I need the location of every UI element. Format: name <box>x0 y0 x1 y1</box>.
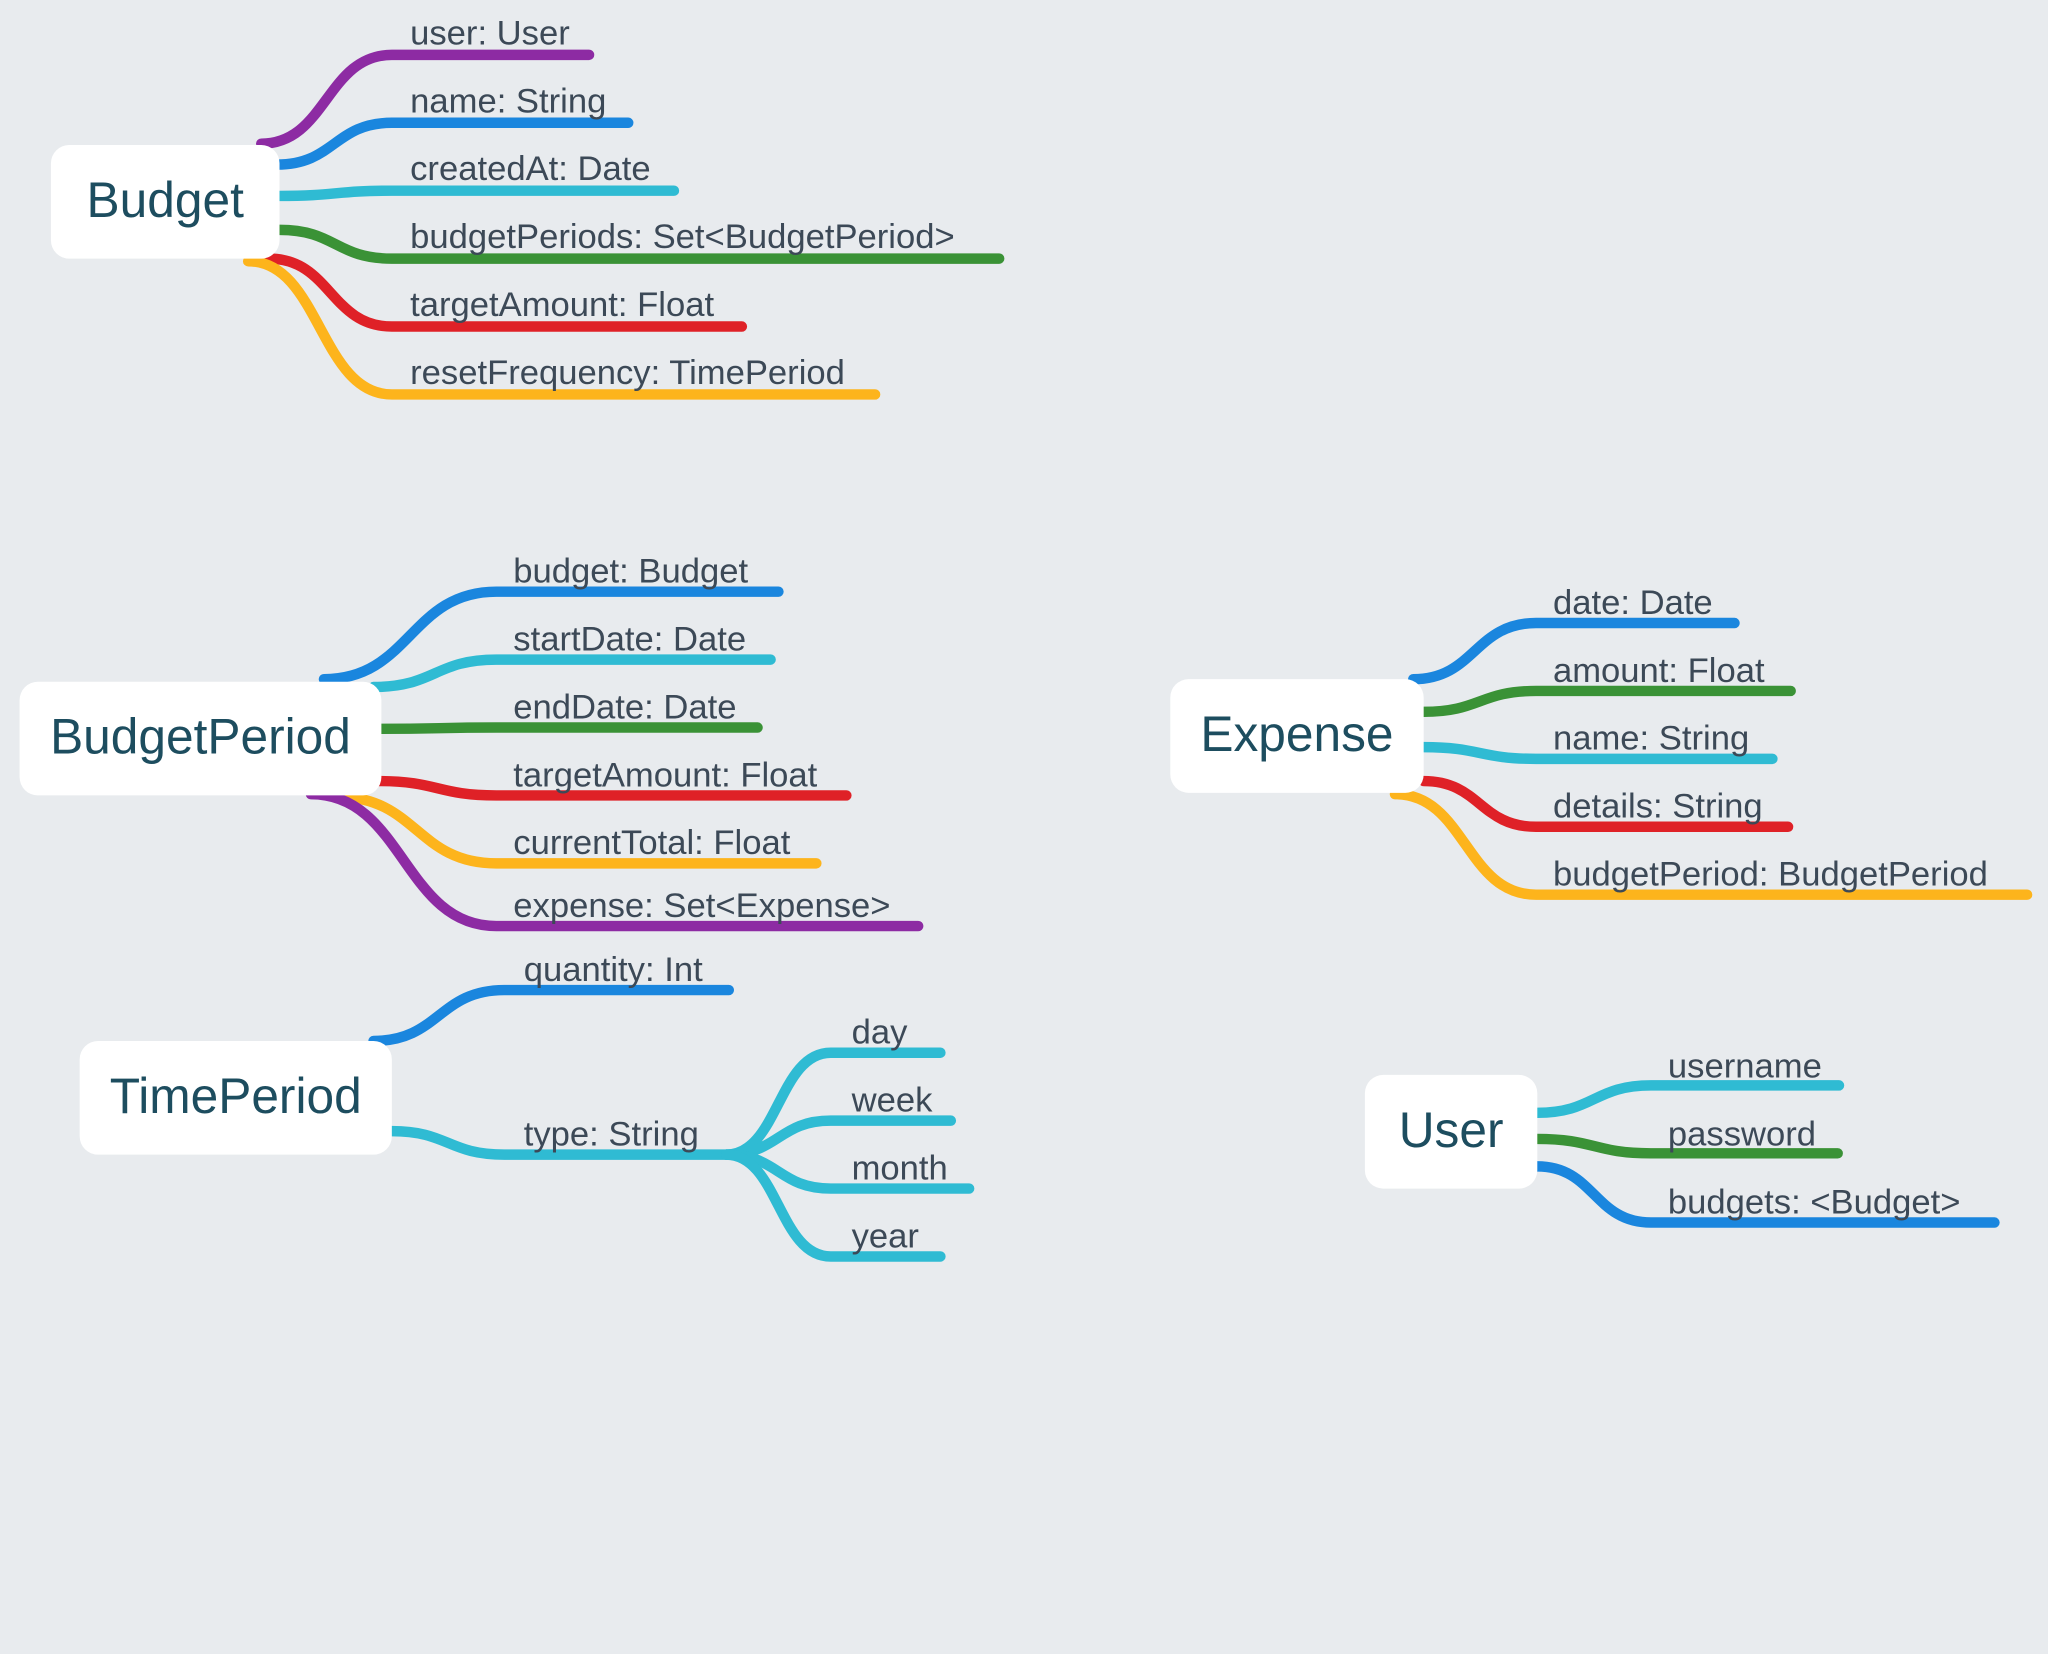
expense-connector-1 <box>1418 685 1796 718</box>
user-field-budgets: budgets: <Budget> <box>1667 1182 1961 1222</box>
user-connector-0 <box>1532 1080 1845 1119</box>
budget-field-user: user: User <box>410 13 570 53</box>
budget-period-connector-0 <box>318 586 784 685</box>
expense-node[interactable]: Expense <box>1170 679 1424 793</box>
budget-connector-5 <box>242 255 881 400</box>
budget-period-node[interactable]: BudgetPeriod <box>19 681 382 796</box>
expense-field-details: details: String <box>1552 786 1763 826</box>
budget-period-field-expense: expense: Set<Expense> <box>513 885 891 925</box>
budget-connector-4 <box>263 253 748 332</box>
budget-period-connector-1 <box>368 654 776 693</box>
budget-period-field-budget: budget: Budget <box>513 551 749 591</box>
budget-field-name: name: String <box>410 80 607 121</box>
connector-lines <box>242 49 2033 1262</box>
budget-connector-1 <box>271 117 634 170</box>
expense-field-amount: amount: Float <box>1552 650 1765 690</box>
time-period-field-quantity: quantity: Int <box>523 949 703 989</box>
budget-field-budget-periods: budgetPeriods: Set<BudgetPeriod> <box>410 216 955 256</box>
budget-period-connector-2 <box>376 722 763 735</box>
time-period-connector-0 <box>368 984 735 1047</box>
user-node[interactable]: User <box>1364 1074 1538 1189</box>
type-value-month: month <box>851 1148 948 1188</box>
budget-period-connector-4 <box>331 791 822 869</box>
user-connector-1 <box>1532 1133 1843 1159</box>
expense-field-budget-period: budgetPeriod: BudgetPeriod <box>1552 854 1988 894</box>
expense-connector-3 <box>1418 775 1794 832</box>
expense-field-date: date: Date <box>1552 582 1713 622</box>
user-field-username: username <box>1667 1046 1822 1086</box>
budget-period-field-end-date: endDate: Date <box>513 687 737 727</box>
expense-field-name: name: String <box>1552 718 1750 758</box>
budget-period-field-current-total: currentTotal: Float <box>513 822 791 863</box>
user-connector-2 <box>1532 1161 2000 1228</box>
budget-period-connector-5 <box>305 788 924 932</box>
budget-connector-3 <box>274 224 1005 264</box>
diagram-canvas: Budget BudgetPeriod Expense TimePeriod U… <box>19 13 2033 1262</box>
budget-field-created-at: createdAt: Date <box>410 148 651 189</box>
budget-period-field-target-amount: targetAmount: Float <box>513 754 818 795</box>
budget-period-connector-3 <box>373 775 852 801</box>
type-value-year: year <box>851 1215 919 1256</box>
type-value-week: week <box>851 1080 933 1120</box>
user-field-password: password <box>1667 1114 1817 1154</box>
budget-connector-2 <box>274 185 680 202</box>
expense-connector-2 <box>1418 741 1778 765</box>
budget-connector-0 <box>255 49 595 149</box>
time-period-connector-1 <box>386 1125 732 1160</box>
type-value-day: day <box>851 1012 908 1052</box>
type-value-connector-3 <box>720 1149 946 1262</box>
budget-field-target-amount: targetAmount: Float <box>410 284 715 324</box>
time-period-field-type: type: String <box>523 1114 699 1154</box>
budget-period-field-start-date: startDate: Date <box>513 619 747 659</box>
budget-node[interactable]: Budget <box>50 144 280 259</box>
time-period-node[interactable]: TimePeriod <box>79 1040 392 1155</box>
expense-connector-0 <box>1407 617 1740 685</box>
budget-field-reset-frequency: resetFrequency: TimePeriod <box>410 352 845 392</box>
expense-connector-4 <box>1389 788 2033 900</box>
